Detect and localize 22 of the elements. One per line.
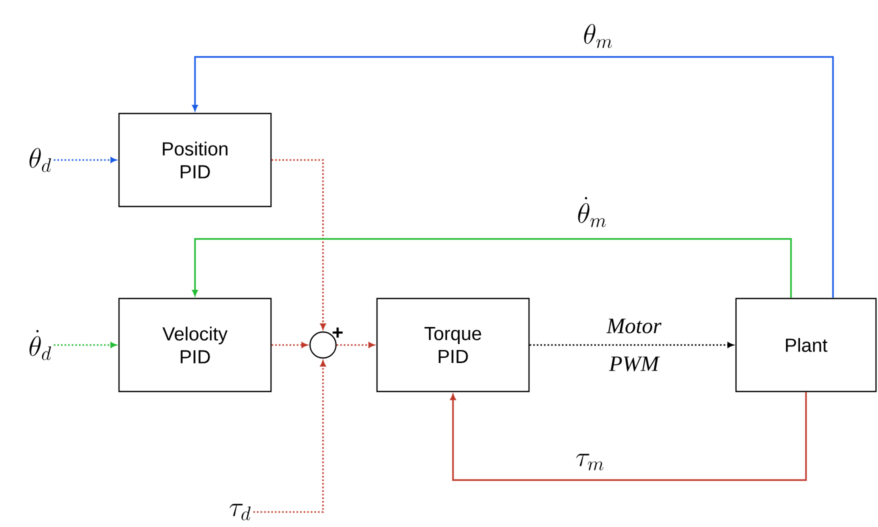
arrow (530, 342, 734, 348)
arrow (54, 342, 116, 348)
controller-box: Plant (735, 298, 877, 392)
arrow (336, 342, 374, 348)
arrow (54, 157, 116, 163)
edge-label: $\dot{\theta}_m$ (578, 197, 606, 228)
arrow (192, 238, 792, 298)
input-symbol: $\dot{\theta}_d$ (30, 330, 52, 360)
controller-box: Torque PID (376, 298, 530, 392)
arrow (450, 392, 807, 481)
edge-label: Motor PWM (606, 318, 662, 372)
arrow (272, 159, 326, 330)
arrow (192, 56, 834, 298)
edge-label: $\tau_m$ (576, 454, 604, 470)
arrow (272, 342, 308, 348)
input-symbol: $\tau_d$ (230, 504, 251, 520)
edge-label: $\theta_m$ (584, 24, 612, 48)
input-symbol: $\theta_d$ (30, 148, 52, 172)
controller-box: Velocity PID (118, 298, 272, 392)
arrow (253, 360, 326, 513)
controller-box: Position PID (118, 112, 272, 208)
plus-sign: + (332, 328, 343, 338)
